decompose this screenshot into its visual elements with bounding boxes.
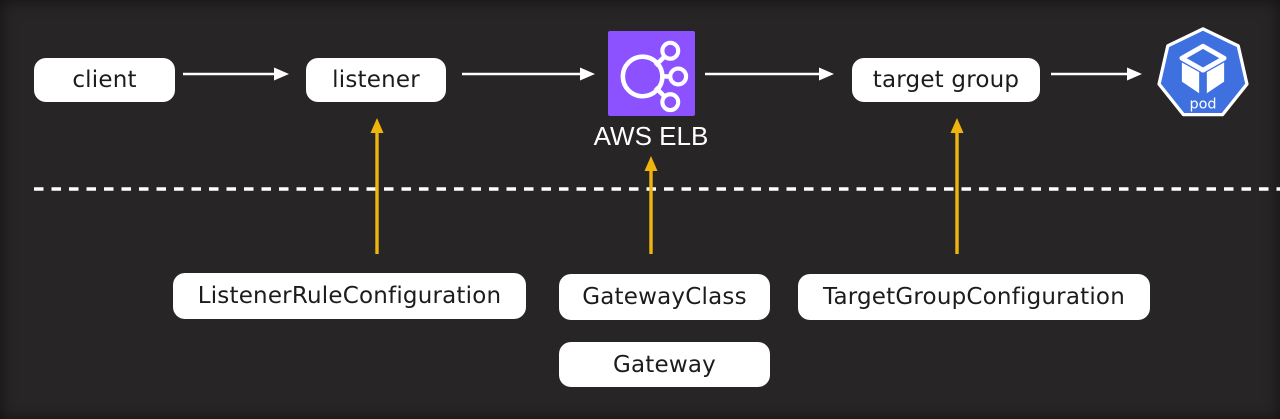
listener-node: listener	[306, 58, 446, 102]
gateway-class-label: GatewayClass	[582, 284, 747, 310]
flow-arrow-elb-to-target-group	[705, 67, 834, 81]
flow-arrow-client-to-listener	[183, 67, 289, 81]
elb-load-balancer-icon	[608, 31, 695, 116]
target-group-node: target group	[852, 58, 1040, 102]
listener-node-label: listener	[332, 67, 420, 93]
elb-node-label: AWS ELB	[593, 121, 709, 151]
listener-rule-configuration-label: ListenerRuleConfiguration	[197, 283, 502, 309]
config-arrow-listener-rule-configuration	[370, 118, 384, 254]
target-group-configuration-box: TargetGroupConfiguration	[798, 274, 1150, 320]
flow-arrow-target-group-to-pod	[1051, 67, 1142, 81]
pod-cube-icon	[1179, 43, 1227, 94]
flow-arrow-listener-to-elb	[462, 67, 595, 81]
pod-node-label: pod	[1189, 97, 1216, 113]
client-node-label: client	[72, 67, 137, 93]
listener-rule-configuration-box: ListenerRuleConfiguration	[173, 273, 526, 319]
gateway-box: Gateway	[559, 342, 770, 387]
config-arrow-gateway-class	[644, 156, 658, 254]
gateway-class-box: GatewayClass	[559, 274, 770, 320]
target-group-node-label: target group	[872, 67, 1020, 93]
client-node: client	[34, 58, 175, 102]
kubernetes-pod-icon: pod	[1157, 27, 1249, 117]
gateway-label: Gateway	[612, 351, 716, 378]
config-arrow-target-group-configuration	[950, 118, 964, 254]
target-group-configuration-label: TargetGroupConfiguration	[823, 284, 1125, 310]
